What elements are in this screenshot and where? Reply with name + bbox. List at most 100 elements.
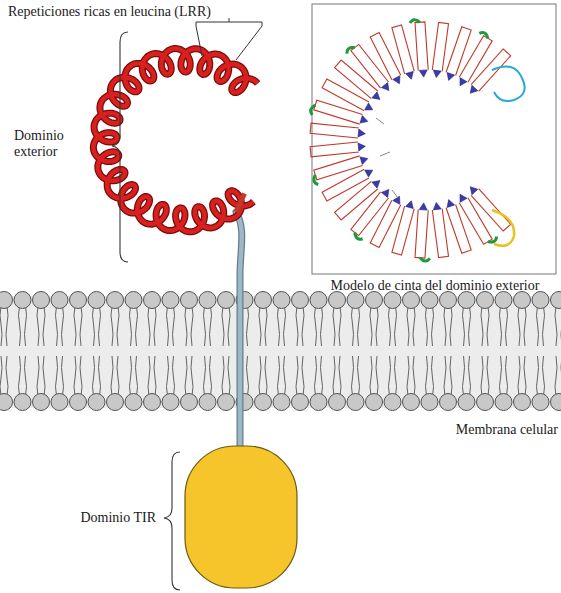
lipid-tail <box>204 306 212 346</box>
lipid-tail <box>37 306 45 346</box>
beta-arrow <box>381 189 389 197</box>
lipid-head <box>107 292 124 309</box>
lipid-tail <box>93 356 101 396</box>
lipid-tail <box>537 356 545 396</box>
beta-arrow <box>360 157 368 165</box>
domain-label: Dominio TIR <box>30 510 156 526</box>
beta-arrow <box>358 143 365 151</box>
lipid-head <box>162 394 179 411</box>
helix-turn <box>314 175 318 185</box>
lipid-head <box>532 394 549 411</box>
lipid-head <box>181 292 198 309</box>
ribbon-strand <box>310 142 359 157</box>
lipid-head <box>366 292 383 309</box>
lipid-head <box>329 394 346 411</box>
lipid-tail <box>463 306 471 346</box>
beta-arrow <box>447 73 455 81</box>
lipid-head <box>514 292 531 309</box>
beta-arrow <box>433 203 441 210</box>
ribbon-strand <box>392 25 414 74</box>
lipid-head <box>440 394 457 411</box>
helix-turn <box>355 233 363 240</box>
lipid-head <box>384 292 401 309</box>
lipid-tail <box>167 356 175 396</box>
lipid-tail <box>167 306 175 346</box>
ribbon-strand <box>370 33 401 80</box>
lipid-tail <box>74 356 82 396</box>
membrane-label: Membrana celular <box>402 422 558 438</box>
lipid-head <box>199 394 216 411</box>
ribbon-strand <box>432 22 448 71</box>
lipid-head <box>477 292 494 309</box>
ribbon-strand <box>314 100 363 124</box>
transmembrane-stalk <box>236 212 242 445</box>
beta-arrow <box>460 78 467 86</box>
lipid-head <box>384 394 401 411</box>
lipid-tail <box>426 356 434 396</box>
lipid-head <box>347 292 364 309</box>
brace <box>164 452 180 590</box>
lipid-head <box>33 292 50 309</box>
ribbon-strand <box>446 205 471 254</box>
lipid-head <box>33 394 50 411</box>
lipid-head <box>551 394 561 411</box>
lipid-tail <box>500 356 508 396</box>
lipid-head <box>347 394 364 411</box>
lipid-head <box>532 292 549 309</box>
side-chain <box>376 118 398 198</box>
lipid-head <box>255 292 272 309</box>
ribbon-strand <box>446 27 471 76</box>
lipid-tail <box>278 306 286 346</box>
lipid-tail <box>481 306 489 346</box>
lipid-tail <box>259 356 267 396</box>
leader-line <box>236 26 262 60</box>
ribbon-strand <box>314 156 363 180</box>
inset-frame <box>312 4 556 274</box>
lipid-tail <box>19 356 27 396</box>
leader-line <box>196 26 202 56</box>
cell-membrane <box>0 292 561 411</box>
lipid-tail <box>370 356 378 396</box>
lipid-tail <box>518 356 526 396</box>
lipid-tail <box>185 356 193 396</box>
cap-loop <box>492 210 514 246</box>
beta-arrow <box>470 187 478 195</box>
lipid-tail <box>259 306 267 346</box>
beta-arrow <box>447 200 455 208</box>
lipid-head <box>51 394 68 411</box>
lipid-tail <box>352 356 360 396</box>
helix-turn <box>410 20 420 23</box>
lrr-coil <box>93 49 257 232</box>
lipid-head <box>144 292 161 309</box>
lipid-tail <box>19 306 27 346</box>
lipid-head <box>0 292 13 309</box>
lipid-head <box>403 394 420 411</box>
helix-turn <box>347 47 355 53</box>
lipid-head <box>440 292 457 309</box>
lipid-head <box>70 292 87 309</box>
lipid-tail <box>111 356 119 396</box>
beta-arrow <box>365 103 373 110</box>
lipid-head <box>329 292 346 309</box>
beta-arrow <box>365 170 373 177</box>
beta-arrow <box>419 70 427 77</box>
ribbon-strand <box>415 210 428 259</box>
lipid-tail <box>148 356 156 396</box>
lipid-tail <box>37 356 45 396</box>
beta-arrow <box>419 203 427 210</box>
beta-arrow <box>393 76 400 84</box>
lipid-tail <box>0 356 8 396</box>
lipid-tail <box>352 306 360 346</box>
lipid-head <box>144 394 161 411</box>
tir-domain-shape <box>185 446 297 588</box>
lipid-head <box>14 394 31 411</box>
lipid-tail <box>148 306 156 346</box>
lipid-tail <box>185 306 193 346</box>
lipid-tail <box>222 306 230 346</box>
coil-outline <box>93 49 257 232</box>
lipid-tail <box>333 356 341 396</box>
lipid-head <box>366 394 383 411</box>
helix-turn <box>311 105 316 115</box>
ribbon-strand <box>351 192 389 236</box>
